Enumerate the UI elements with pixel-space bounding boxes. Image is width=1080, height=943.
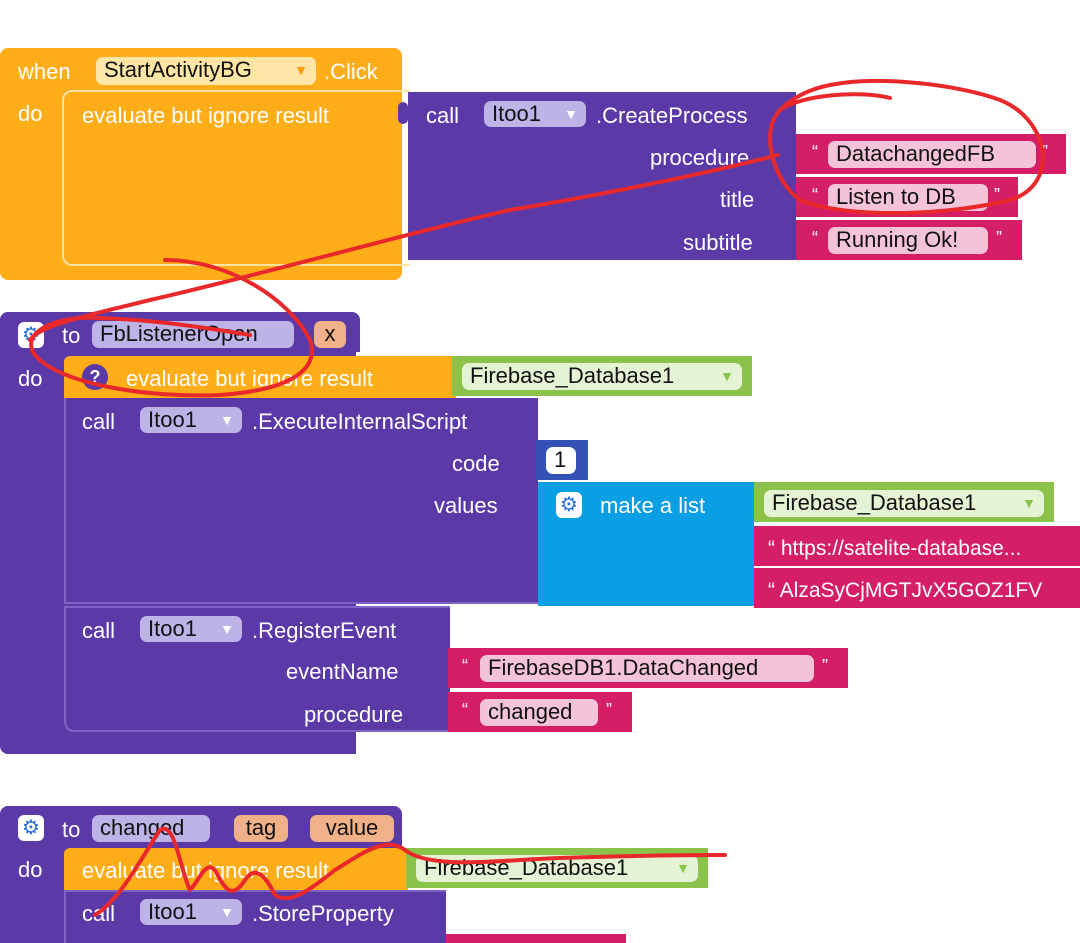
close-quote-icon: ” bbox=[1042, 142, 1048, 162]
procedure-name-field[interactable]: FbListenerOpen bbox=[92, 321, 294, 348]
to-label: to bbox=[62, 817, 81, 842]
call-label: call bbox=[82, 901, 116, 926]
make-list-label: make a list bbox=[600, 493, 706, 518]
open-quote-icon: “ bbox=[812, 142, 818, 162]
gear-icon[interactable]: ⚙ bbox=[18, 815, 44, 841]
close-quote-icon: ” bbox=[994, 185, 1000, 205]
component-dropdown-startactivitybg[interactable]: StartActivityBG▼ bbox=[96, 57, 316, 85]
text-value-eventname[interactable]: FirebaseDB1.DataChanged bbox=[480, 655, 814, 682]
open-quote-icon: “ bbox=[812, 228, 818, 248]
arg-label-eventname: eventName bbox=[286, 659, 399, 684]
instance-dropdown-itoo1[interactable]: Itoo1▼ bbox=[484, 101, 586, 127]
chevron-down-icon: ▼ bbox=[220, 412, 234, 428]
arg-label-subtitle: subtitle bbox=[683, 230, 753, 255]
evaluate-ignore-label: evaluate but ignore result bbox=[82, 103, 330, 128]
chevron-down-icon: ▼ bbox=[676, 860, 690, 876]
arg-label-title: title bbox=[720, 187, 755, 212]
to-label: to bbox=[62, 323, 81, 348]
list-item-url-text: “ https://satelite-database... bbox=[768, 537, 1022, 560]
close-quote-icon: ” bbox=[996, 228, 1002, 248]
text-value-subtitle[interactable]: Running Ok! bbox=[828, 227, 988, 254]
procedure-name-field[interactable]: changed bbox=[92, 815, 210, 842]
open-quote-icon: “ bbox=[812, 185, 818, 205]
method-label: .RegisterEvent bbox=[252, 618, 397, 643]
instance-dropdown-itoo1[interactable]: Itoo1▼ bbox=[140, 407, 242, 433]
list-item-apikey-text: “ AlzaSyCjMGTJvX5GOZ1FV bbox=[768, 579, 1043, 602]
open-quote-icon: “ bbox=[462, 656, 468, 676]
do-label: do bbox=[18, 366, 43, 391]
component-dropdown-firebase[interactable]: Firebase_Database1▼ bbox=[416, 855, 698, 882]
open-quote-icon: “ bbox=[462, 700, 468, 720]
close-quote-icon: ” bbox=[606, 700, 612, 720]
call-label: call bbox=[82, 618, 116, 643]
arg-label-procedure: procedure bbox=[304, 702, 404, 727]
evaluate-ignore-label: evaluate but ignore result bbox=[126, 366, 374, 391]
do-label: do bbox=[18, 857, 43, 882]
instance-dropdown-itoo1[interactable]: Itoo1▼ bbox=[140, 899, 242, 925]
when-label: when bbox=[18, 59, 71, 84]
method-label: .ExecuteInternalScript bbox=[252, 409, 468, 434]
gear-icon[interactable]: ⚙ bbox=[18, 322, 44, 348]
arg-label-values: values bbox=[434, 493, 498, 518]
text-block-partial[interactable] bbox=[446, 934, 626, 943]
list-item-url[interactable] bbox=[754, 526, 1080, 566]
text-value-procedure[interactable]: changed bbox=[480, 699, 598, 726]
chevron-down-icon: ▼ bbox=[720, 368, 734, 384]
chevron-down-icon: ▼ bbox=[1022, 495, 1036, 511]
gear-icon[interactable]: ⚙ bbox=[556, 492, 582, 518]
call-label: call bbox=[426, 103, 460, 128]
chevron-down-icon: ▼ bbox=[564, 106, 578, 122]
instance-dropdown-itoo1[interactable]: Itoo1▼ bbox=[140, 616, 242, 642]
component-dropdown-firebase[interactable]: Firebase_Database1▼ bbox=[462, 363, 742, 390]
arg-label-procedure: procedure bbox=[650, 145, 750, 170]
chevron-down-icon: ▼ bbox=[220, 621, 234, 637]
list-item-apikey[interactable] bbox=[754, 568, 1080, 608]
help-icon[interactable]: ? bbox=[82, 364, 108, 390]
chevron-down-icon: ▼ bbox=[220, 904, 234, 920]
param-value[interactable]: value bbox=[310, 815, 394, 842]
method-label: .CreateProcess bbox=[596, 103, 748, 128]
evaluate-ignore-label: evaluate but ignore result bbox=[82, 858, 330, 883]
text-value-procedure[interactable]: DatachangedFB bbox=[828, 141, 1036, 168]
arg-label-code: code bbox=[452, 451, 500, 476]
call-executeinternalscript-block[interactable] bbox=[64, 398, 538, 604]
param-x[interactable]: x bbox=[314, 321, 346, 348]
param-tag[interactable]: tag bbox=[234, 815, 288, 842]
list-item-dropdown-firebase[interactable]: Firebase_Database1▼ bbox=[764, 490, 1044, 517]
input-notch bbox=[398, 102, 408, 124]
method-label: .StoreProperty bbox=[252, 901, 394, 926]
number-value-code[interactable]: 1 bbox=[546, 447, 576, 474]
chevron-down-icon: ▼ bbox=[294, 62, 308, 78]
call-label: call bbox=[82, 409, 116, 434]
text-value-title[interactable]: Listen to DB bbox=[828, 184, 988, 211]
event-name-label: .Click bbox=[324, 59, 378, 84]
call-registerevent-block[interactable] bbox=[64, 606, 450, 732]
close-quote-icon: ” bbox=[822, 656, 828, 676]
do-label: do bbox=[18, 101, 43, 126]
